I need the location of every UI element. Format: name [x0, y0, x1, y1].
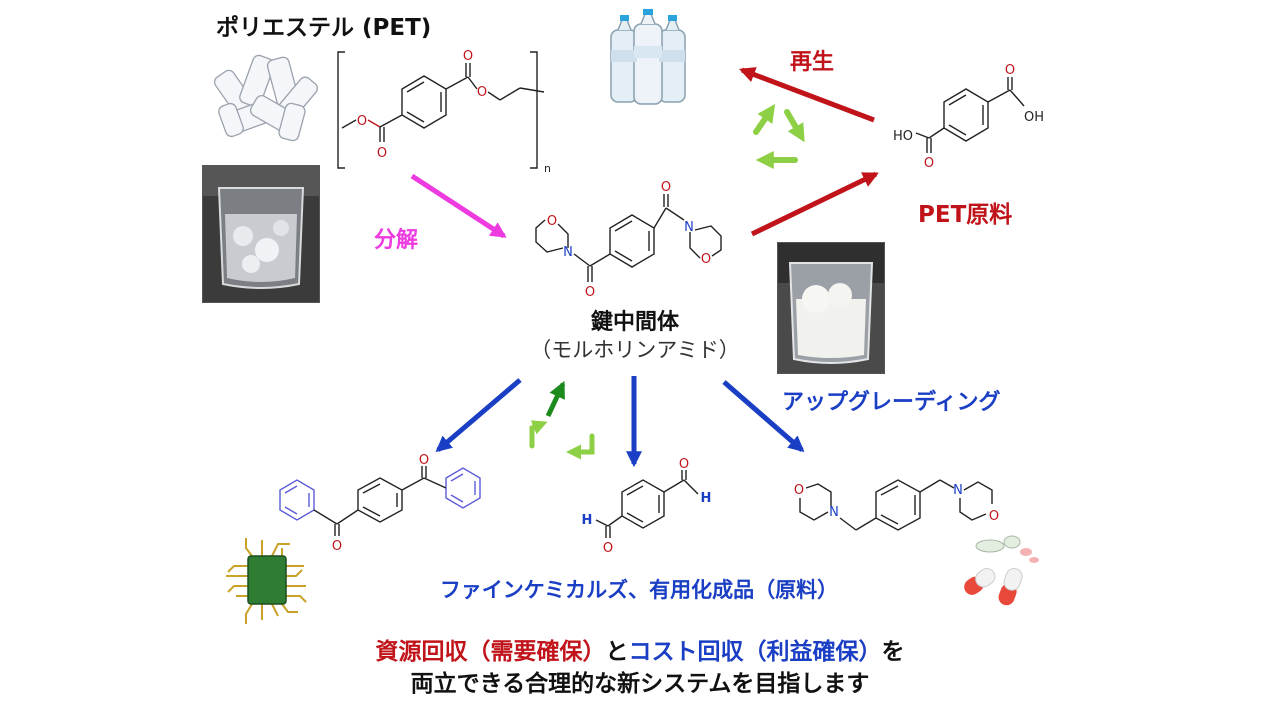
atom-o: O — [679, 457, 689, 472]
atom-o: O — [701, 252, 711, 267]
return-arrow — [545, 380, 566, 418]
water-bottles-icon — [610, 9, 686, 105]
atom-o: O — [794, 483, 804, 498]
intermediate-subtitle: （モルホリンアミド） — [530, 338, 740, 362]
particle-wo: を — [881, 639, 905, 665]
diketone-structure — [279, 466, 481, 536]
beaker-photo-amide — [777, 242, 885, 374]
atom-n: N — [953, 483, 963, 498]
to-amine-arrow — [722, 380, 805, 453]
microchip-icon — [226, 538, 307, 624]
atom-n: N — [563, 245, 573, 260]
terephthalic-acid-structure — [915, 77, 1025, 153]
conjunction-to: と — [605, 639, 629, 665]
atom-n: N — [829, 505, 839, 520]
atom-o: O — [989, 509, 999, 524]
products-label: ファインケミカルズ、有用化成品（原料） — [439, 578, 839, 602]
decompose-label: 分解 — [374, 228, 419, 253]
recycle-icon — [753, 104, 805, 169]
recycle-icon — [529, 420, 595, 460]
bottom-line-2: 両立できる合理的な新システムを目指します — [410, 671, 870, 697]
atom-o: O — [377, 146, 387, 161]
atom-h: H — [701, 491, 712, 506]
to-diketone-arrow — [435, 378, 522, 453]
atom-h: H — [582, 513, 593, 528]
atom-o: O — [357, 114, 367, 129]
regen-arrow — [739, 67, 875, 123]
to-pet-raw-arrow — [750, 171, 879, 237]
atom-o: O — [924, 156, 934, 171]
atom-o: O — [419, 453, 429, 468]
atom-o: O — [661, 180, 671, 195]
pet-polymer-structure — [337, 51, 545, 169]
upgrading-label: アップグレーディング — [782, 390, 1001, 415]
bottom-line-1: 資源回収（需要確保）とコスト回収（利益確保）を — [220, 632, 1060, 666]
atom-o: O — [463, 49, 473, 64]
beaker-photo-pet — [202, 165, 320, 303]
title-pet: ポリエステル (PET) — [216, 15, 432, 41]
polymer-subscript-n: n — [544, 162, 551, 175]
regen-label: 再生 — [790, 50, 835, 75]
atom-o: O — [1005, 63, 1015, 78]
pills-icon — [964, 535, 1039, 606]
morpholine-amide-structure — [535, 194, 722, 282]
resource-recovery-text: 資源回収（需要確保） — [375, 639, 606, 665]
cost-recovery-text: コスト回収（利益確保） — [628, 639, 882, 665]
terephthalaldehyde-structure — [595, 470, 699, 538]
decompose-arrow — [410, 173, 507, 239]
atom-n: N — [684, 220, 694, 235]
pet-raw-label: PET原料 — [918, 202, 1013, 228]
atom-o: O — [585, 285, 595, 300]
atom-o: O — [603, 541, 613, 556]
intermediate-title: 鍵中間体 — [590, 310, 679, 335]
atom-oh: OH — [1024, 110, 1044, 125]
atom-ho: HO — [893, 129, 913, 144]
atom-o: O — [332, 539, 342, 554]
pet-bottles-pile-icon — [213, 54, 318, 142]
atom-o: O — [547, 214, 557, 229]
atom-o: O — [477, 85, 487, 100]
bis-morpholine-structure — [799, 479, 993, 531]
